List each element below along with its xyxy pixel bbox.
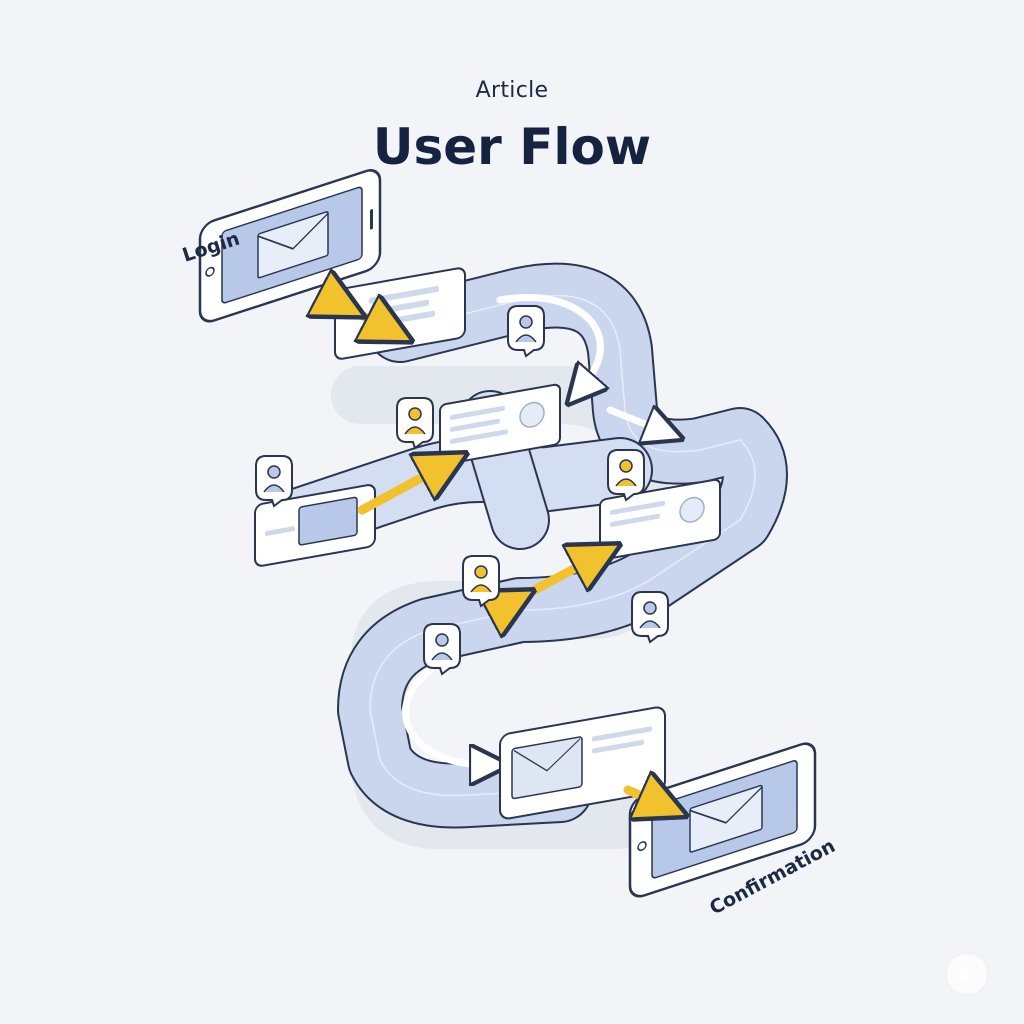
curve-arrow-top <box>496 294 600 391</box>
user-pin-icon-6 <box>631 591 669 644</box>
user-pin-icon-5 <box>462 555 500 608</box>
curve-arrow-bottom <box>402 666 491 765</box>
user-pin-icon-4 <box>607 449 645 502</box>
arrow-to-confirmation <box>623 790 664 806</box>
login-phone <box>198 169 382 323</box>
envelope-icon <box>257 211 329 279</box>
screen-card-2 <box>439 383 561 466</box>
user-pin-icon-7 <box>423 623 461 676</box>
arrow-login-to-flow <box>342 305 390 330</box>
straight-arrow-right <box>606 410 665 432</box>
article-kicker: Article <box>475 78 549 103</box>
arrow-mid-double <box>512 556 598 602</box>
confirmation-phone <box>628 742 817 898</box>
arrow-diagonal-up <box>357 465 445 515</box>
screen-card-3 <box>599 478 721 561</box>
page-title: User Flow <box>372 118 652 176</box>
track-arrows <box>402 294 666 766</box>
user-pin-icon-2 <box>396 397 434 450</box>
user-pin-icon-1 <box>507 305 545 358</box>
screen-card-4 <box>254 484 376 567</box>
envelope-icon-confirm <box>689 784 763 853</box>
ai-watermark: ai <box>946 953 988 995</box>
user-pin-icon-3 <box>255 455 293 508</box>
yellow-arrows <box>342 305 664 806</box>
